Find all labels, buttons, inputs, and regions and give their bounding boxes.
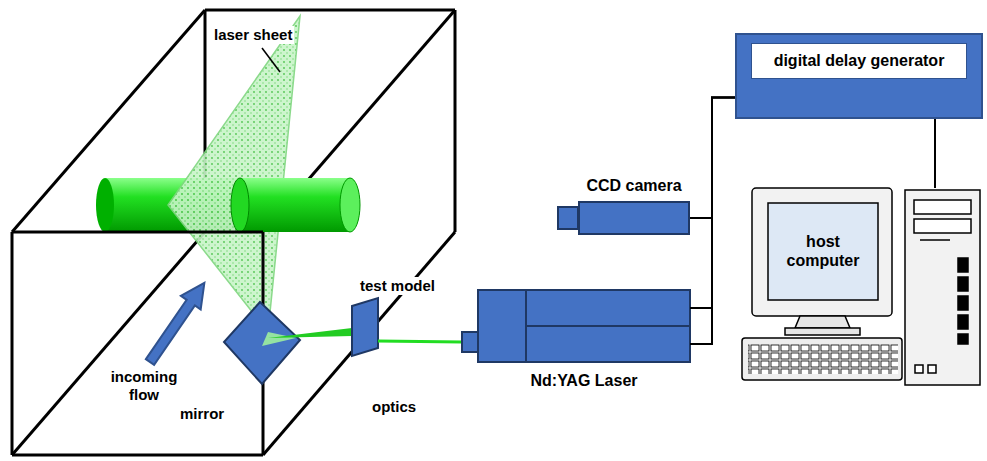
computer-symbol [785,328,860,335]
computer-symbol [742,188,980,385]
computer-symbol [958,315,968,329]
cylinder-model [96,178,114,232]
computer-symbol [958,258,968,272]
delay-generator-box: digital delay generator [735,33,983,119]
laser-symbol [526,290,690,326]
laser-beam [378,341,462,342]
computer-symbol [742,338,902,380]
computer-symbol [928,365,936,373]
node-label: Nd:YAG Laser [531,371,638,390]
test-section-box [12,232,205,455]
computer-symbol [752,188,892,316]
optics-label: optics [370,398,418,416]
test-section-box [12,10,455,455]
cylinder-model [231,178,360,232]
node-label: digital delay generator [751,43,967,79]
laser-symbol [526,326,690,362]
computer-symbol [748,344,898,374]
computer-symbol [914,200,971,214]
computer-box: host computer [738,188,983,388]
computer-symbol [958,296,968,310]
computer-symbol [915,365,923,373]
model-label: test model [358,277,437,295]
test-section-box [12,454,263,457]
flow-arrow [140,276,214,369]
laser-symbol [478,290,526,362]
optics-lens [352,298,378,356]
test-section-box [205,9,455,12]
camera-box: CCD camera [578,201,690,235]
mirror-label: mirror [178,405,226,423]
flow-label: incoming flow [101,368,187,404]
reflected-beam [262,332,296,346]
laser-symbol [462,290,690,362]
laser-beam [268,328,352,338]
mirror-symbol [224,302,300,384]
flow-arrow [140,276,214,369]
signal-wire [690,98,735,345]
laser-symbol [462,332,478,352]
laser-box: Nd:YAG Laser [478,290,690,362]
camera-lens [558,207,578,229]
laser-sheet [168,16,300,332]
leader-line [262,48,280,72]
computer-symbol [958,277,968,291]
cylinder-model [340,178,360,232]
computer-symbol [795,316,850,328]
cylinder-model [240,178,350,232]
test-section-box [454,10,457,232]
computer-symbol [958,334,968,344]
node-label: CCD camera [586,176,681,195]
computer-symbol [914,219,971,233]
cylinder-model [231,178,249,232]
computer-symbol [920,239,950,241]
laser-sheet-label: laser sheet [212,26,294,44]
computer-symbol [768,203,878,300]
computer-symbol [905,190,980,385]
node-label: host computer [778,232,868,270]
test-section-box [11,232,14,455]
test-section-box [12,231,263,234]
signal-wire [934,119,936,188]
